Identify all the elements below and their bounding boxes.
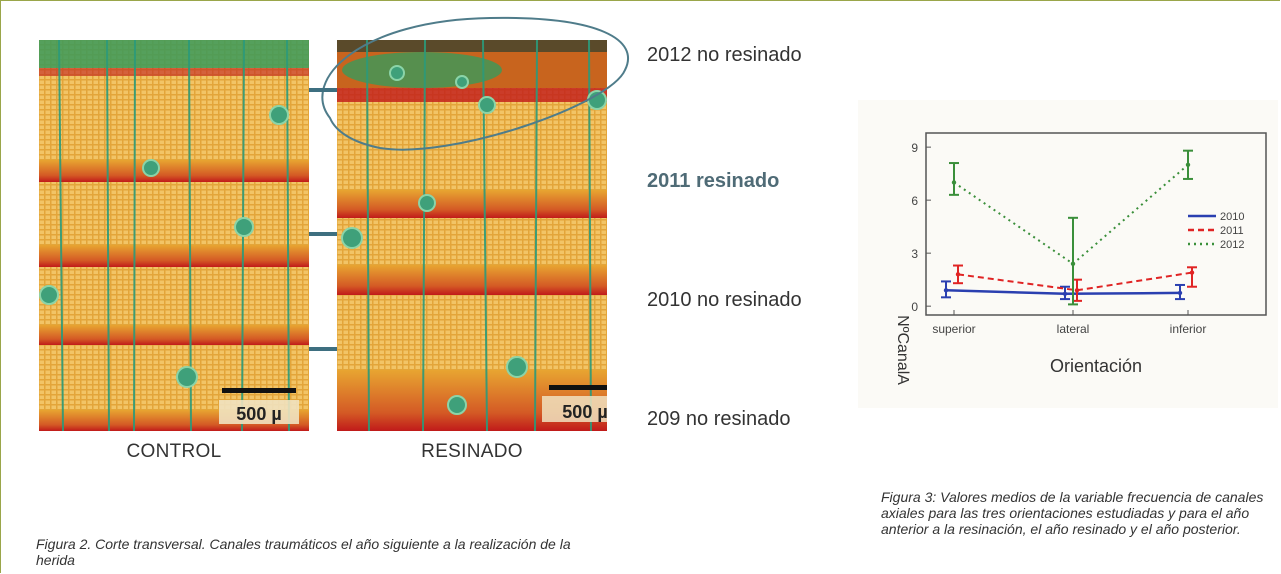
year-label-2010: 2010 no resinado <box>647 289 802 311</box>
data-point-2010 <box>1062 291 1068 296</box>
x-tick-label: superior <box>932 322 975 336</box>
scalebar-right-label: 500 µ <box>562 402 607 422</box>
plot-frame <box>925 132 1267 316</box>
data-point-2011 <box>1074 288 1080 293</box>
y-tick-label: 3 <box>911 247 918 261</box>
annotation-ellipse <box>321 16 630 151</box>
legend-label-2011: 2011 <box>1220 225 1244 237</box>
year-label-209: 209 no resinado <box>647 408 791 430</box>
resinado-micrograph-image: 500 µ <box>337 40 607 431</box>
scalebar-left-label: 500 µ <box>236 404 281 424</box>
chart-svg: 0 3 6 9 superior lateral inferior 2010 2011 201… <box>894 132 1267 385</box>
data-point-2011 <box>955 272 961 277</box>
x-axis-label: Orientación <box>1050 356 1142 376</box>
data-point-2012 <box>951 180 957 185</box>
y-tick-label: 6 <box>911 194 918 208</box>
data-point-2011 <box>1189 270 1195 275</box>
legend-label-2010: 2010 <box>1220 211 1244 223</box>
resinado-micrograph: 500 µ <box>337 40 607 431</box>
ring-connector-top <box>309 88 337 92</box>
control-label: CONTROL <box>126 441 222 462</box>
year-label-2011: 2011 resinado <box>647 170 780 192</box>
ring-connector-middle <box>309 232 337 236</box>
figure3-caption: Figura 3: Valores medios de la variable … <box>881 489 1264 537</box>
resinado-label: RESINADO <box>421 441 523 462</box>
series-line-2012 <box>953 164 1189 266</box>
data-point-2010 <box>1177 290 1183 296</box>
series-line-2011 <box>957 271 1193 292</box>
control-micrograph-image: 500 µ <box>39 40 309 431</box>
data-point-2012 <box>1070 261 1076 266</box>
x-tick-label: inferior <box>1170 322 1207 336</box>
data-point-2010 <box>943 288 949 293</box>
legend-label-2012: 2012 <box>1220 239 1244 251</box>
figure2-caption: Figura 2. Corte transversal. Canales tra… <box>36 536 571 568</box>
figure3-chart: 0 3 6 9 superior lateral inferior 2010 2011 201… <box>858 100 1278 408</box>
y-tick-label: 0 <box>911 300 918 314</box>
year-label-2012: 2012 no resinado <box>647 44 802 66</box>
ring-connector-bottom <box>309 347 337 351</box>
data-point-2012 <box>1185 162 1191 168</box>
y-axis-label: NºCanalA <box>894 315 911 385</box>
control-micrograph: 500 µ <box>39 40 309 431</box>
x-tick-label: lateral <box>1057 322 1090 336</box>
y-tick-label: 9 <box>911 141 918 155</box>
